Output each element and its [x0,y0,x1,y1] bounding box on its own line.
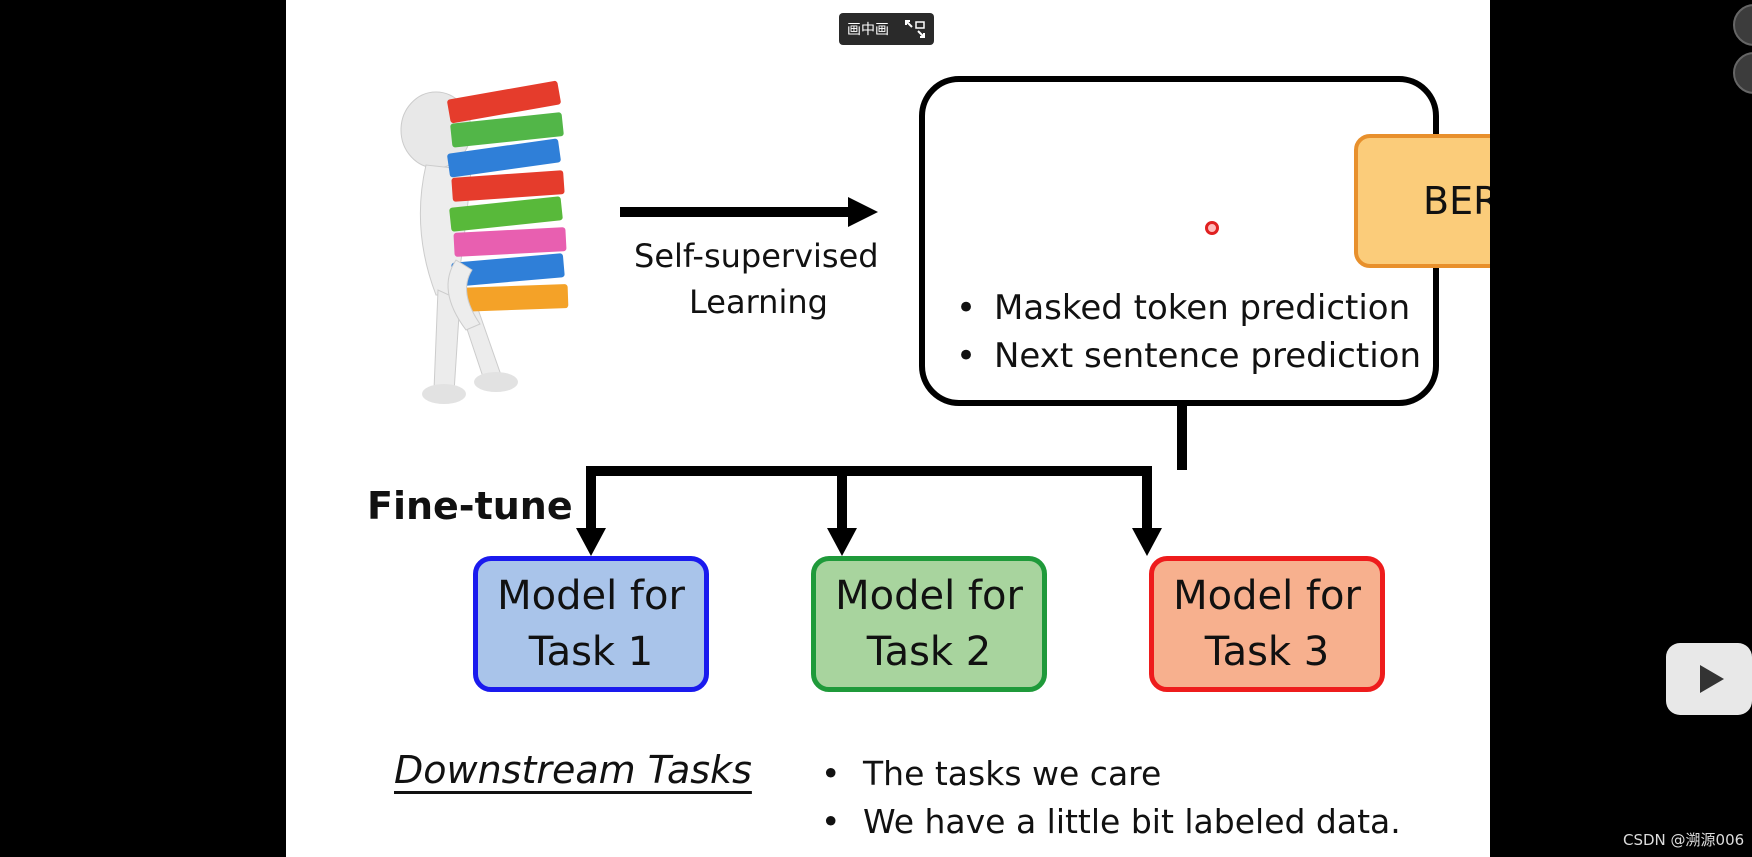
task-3-line1: Model for [1173,573,1361,619]
bullet-dot: • [821,754,841,793]
self-supervised-arrow [620,197,878,227]
picture-in-picture-icon [905,20,925,38]
downstream-bullet-1: • The tasks we care [821,754,1161,793]
downstream-bullet-2: • We have a little bit labeled data. [821,802,1401,841]
bert-bullet-1-text: Masked token prediction [994,288,1411,328]
arrow-label-line2: Learning [689,283,828,321]
task-3-line2: Task 3 [1204,629,1330,675]
bullet-dot: • [956,336,977,376]
task-2-model-box: Model for Task 2 [811,556,1047,692]
csdn-watermark: CSDN @溯源006 [1623,831,1745,849]
bert-bullet-2: • Next sentence prediction [956,336,1421,376]
task-2-line1: Model for [835,573,1023,619]
finetune-tree [576,406,1187,556]
downstream-bullet-1-text: The tasks we care [863,754,1162,793]
bert-bullet-2-text: Next sentence prediction [994,336,1421,376]
bert-model-box: BERT [1354,134,1490,268]
bilibili-play-button[interactable] [1666,637,1752,715]
picture-in-picture-button[interactable]: 画中画 [839,13,934,45]
task-1-line1: Model for [497,573,685,619]
user-icon[interactable] [1733,52,1752,94]
downstream-bullet-2-text: We have a little bit labeled data. [863,802,1401,841]
shield-icon[interactable] [1733,4,1752,46]
arrow-label-line1: Self-supervised [634,237,879,275]
cursor-pointer-dot [1205,221,1219,235]
task-2-line2: Task 2 [866,629,992,675]
downstream-tasks-title: Downstream Tasks [394,748,752,792]
bert-bullet-1: • Masked token prediction [956,288,1410,328]
person-carrying-binders-illustration [400,80,569,404]
task-1-model-box: Model for Task 1 [473,556,709,692]
play-icon [1685,637,1733,693]
pip-label: 画中画 [847,22,889,38]
bullet-dot: • [956,288,977,328]
task-1-line2: Task 1 [528,629,654,675]
task-3-model-box: Model for Task 3 [1149,556,1385,692]
finetune-label: Fine-tune [367,484,573,528]
lecture-slide: Self-supervised Learning BERT • Masked to… [286,0,1490,857]
bullet-dot: • [821,802,841,841]
bert-label: BERT [1423,179,1490,223]
